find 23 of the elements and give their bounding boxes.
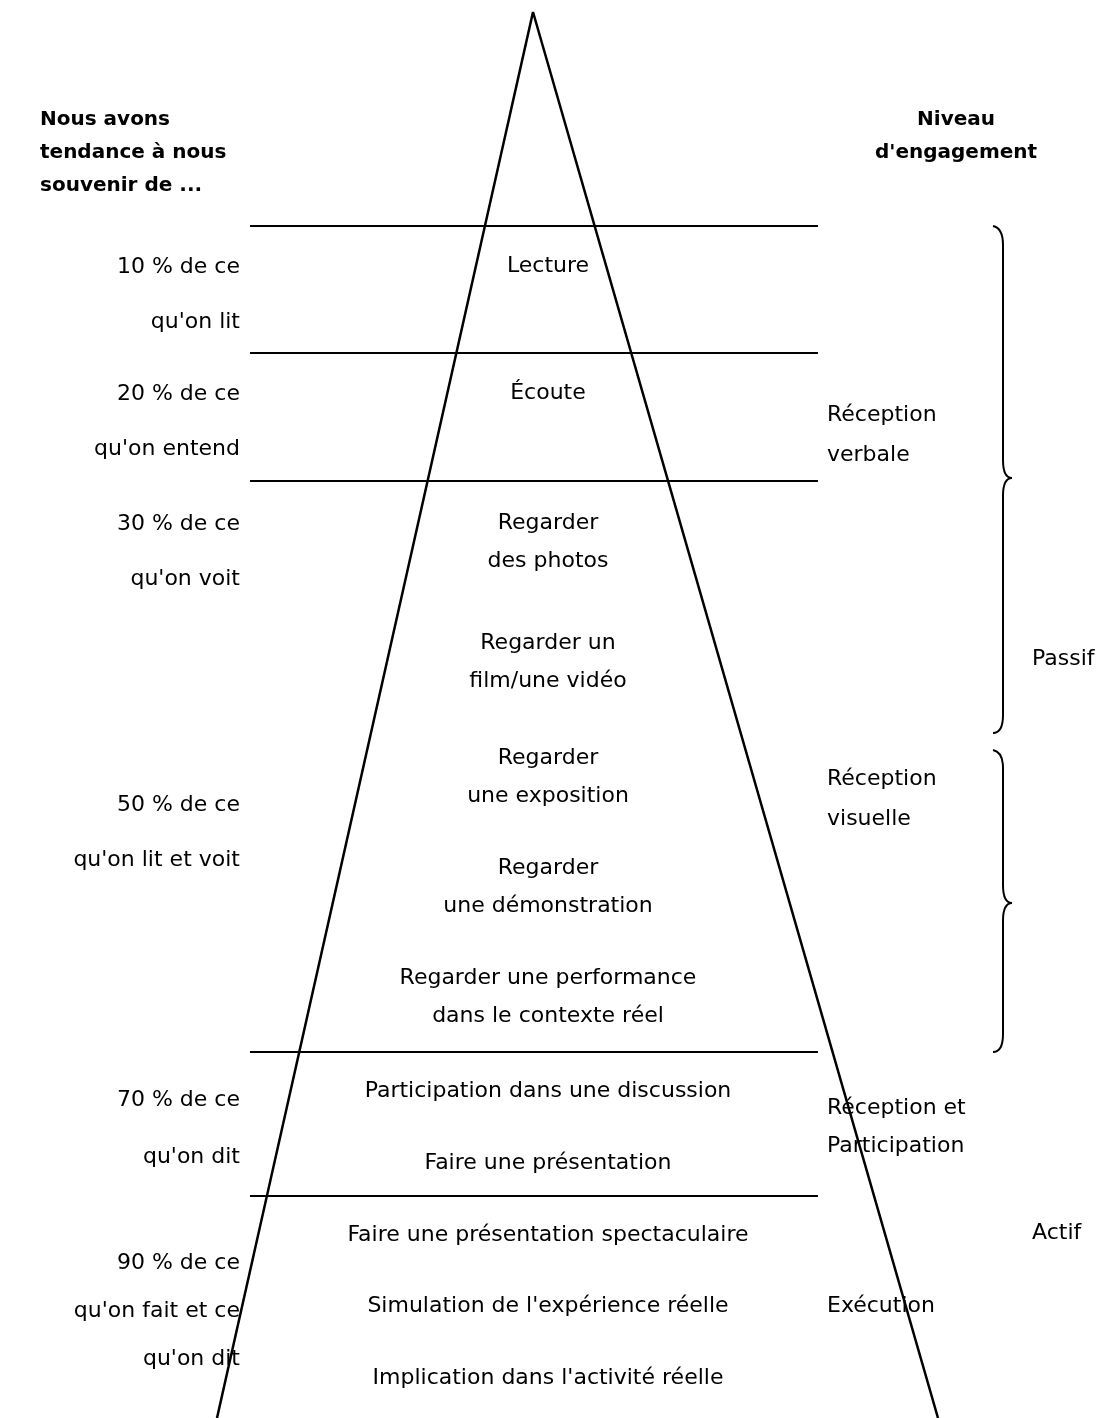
recall-percentage-text: 50 % de ce qu'on lit et voit [73,789,240,873]
activity-label: Regarder une exposition [467,743,629,809]
engagement-level-label: Réception verbale [827,400,937,468]
activity-label: Regarder des photos [487,508,609,574]
recall-percentage-text: 30 % de ce qu'on voit [116,508,240,592]
activity-label: Regarder une démonstration [443,853,653,919]
recall-percentage-text: 70 % de ce qu'on dit [116,1084,240,1170]
activity-label: Regarder une performance dans le contexte réel [399,963,697,1029]
engagement-level-label: Passif [1032,644,1095,672]
activity-label: Faire une présentation [424,1148,672,1176]
activity-label: Regarder un film/une vidéo [469,628,627,694]
activity-label: Lecture [506,251,590,279]
engagement-level-label: Réception visuelle [827,764,937,832]
activity-label: Participation dans une discussion [364,1076,732,1104]
activity-label: Simulation de l'expérience réelle [367,1291,729,1319]
activity-label: Faire une présentation spectaculaire [347,1220,749,1248]
activity-label: Écoute [510,378,586,406]
recall-percentage-text: 10 % de ce qu'on lit [116,251,240,335]
activity-label: Implication dans l'activité réelle [372,1363,724,1391]
column-heading: Nous avons tendance à nous souvenir de ... [40,104,227,198]
engagement-level-label: Actif [1032,1218,1082,1246]
column-heading: Niveau d'engagement [875,104,1038,165]
recall-percentage-text: 20 % de ce qu'on entend [94,378,240,462]
